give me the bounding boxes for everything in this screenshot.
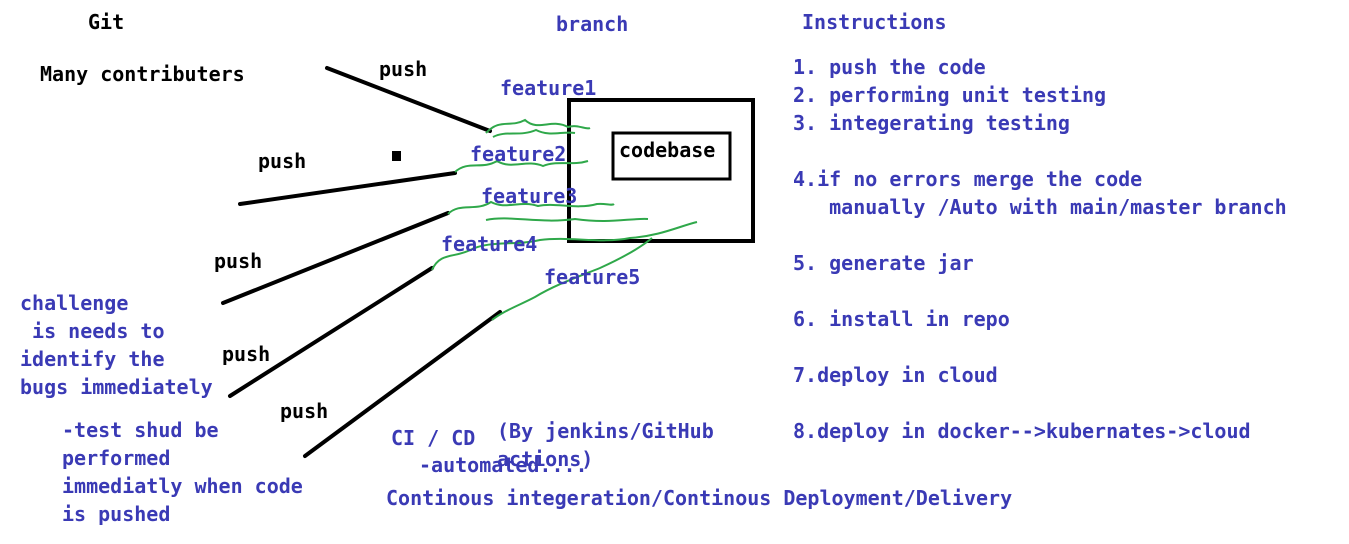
automated-label: -automated.... [419, 453, 588, 477]
challenge-line: challenge [20, 291, 129, 315]
push-line-3 [221, 211, 450, 305]
feature-label-2: feature2 [470, 142, 567, 166]
contributors-label: Many contributers [40, 62, 245, 86]
push-line-1 [325, 66, 492, 133]
step-2: 2. performing unit testing [793, 83, 1107, 107]
cicd-full-label: Continous integeration/Continous Deploym… [386, 486, 1013, 510]
feature-label-4: feature4 [441, 232, 538, 256]
step-7: 7.deploy in cloud [793, 363, 998, 387]
branch-wire-3 [447, 200, 615, 215]
feature-label-5: feature5 [544, 265, 641, 289]
step-4: 4.if no errors merge the code [793, 167, 1143, 191]
challenge-line: identify the [20, 347, 165, 371]
step-6: 6. install in repo [793, 307, 1010, 331]
test-line: immediatly when code [62, 474, 303, 498]
push-label-5: push [280, 399, 329, 423]
codebase-outer-box [567, 98, 755, 243]
challenge-note: challenge is needs to identify the bugs im… [20, 261, 213, 401]
cicd-label: CI / CD [391, 426, 476, 450]
step-3: 3. integerating testing [793, 111, 1070, 135]
test-note: -test shud be performed immediatly when co… [62, 388, 303, 528]
branch-wire-1b [492, 128, 576, 138]
instructions-heading: Instructions [802, 10, 947, 34]
push-line-2 [238, 171, 457, 206]
jenkins-note: (By jenkins/GitHub actions) [497, 389, 714, 473]
push-line-5 [303, 310, 502, 458]
jenkins-line: actions) [497, 447, 594, 471]
push-label-3: push [214, 249, 263, 273]
stray-dot [392, 151, 401, 161]
jenkins-line: (By jenkins/GitHub [497, 419, 714, 443]
branch-wire-5 [491, 237, 653, 321]
branch-wire-4 [431, 221, 698, 271]
step-5: 5. generate jar [793, 251, 974, 275]
push-label-1: push [379, 57, 428, 81]
push-label-4: push [222, 342, 271, 366]
feature-label-3: feature3 [481, 184, 578, 208]
branch-wire-3b [485, 217, 649, 222]
branch-wire-1 [485, 118, 591, 134]
test-line: is pushed [62, 502, 171, 526]
codebase-label: codebase [619, 138, 716, 162]
step-1: 1. push the code [793, 55, 986, 79]
step-4-continued: manually /Auto with main/master branch [793, 195, 1287, 219]
test-line: performed [62, 446, 171, 470]
challenge-line: is needs to [20, 319, 165, 343]
test-line: -test shud be [62, 418, 219, 442]
branch-heading: branch [556, 12, 629, 36]
git-label: Git [88, 10, 125, 34]
branch-wire-2 [454, 159, 589, 173]
feature-label-1: feature1 [500, 76, 597, 100]
step-8: 8.deploy in docker-->kubernates->cloud [793, 419, 1251, 443]
push-label-2: push [258, 149, 307, 173]
codebase-inner-box [611, 131, 732, 181]
challenge-line: bugs immediately [20, 375, 213, 399]
push-line-4 [228, 266, 434, 398]
